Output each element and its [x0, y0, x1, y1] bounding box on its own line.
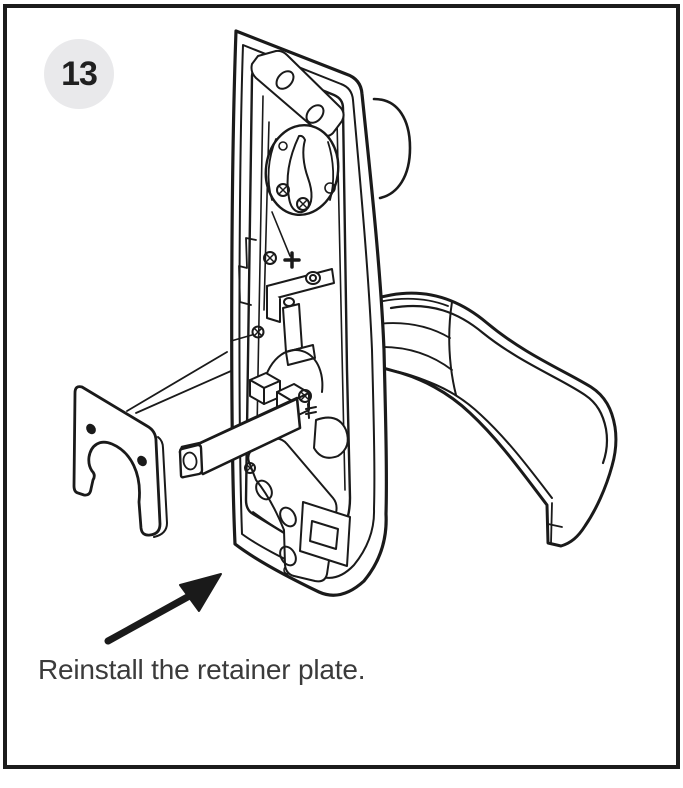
plus-bolt	[283, 251, 301, 269]
lever-hub-boss	[372, 97, 412, 200]
chassis-inner-outline	[238, 44, 376, 579]
retainer-plate-hole	[86, 423, 96, 435]
drive-spindle	[178, 372, 317, 479]
hub-ring	[261, 349, 324, 393]
motion-guide-lines	[126, 351, 232, 414]
latch-claw	[313, 416, 349, 459]
direction-arrow	[104, 573, 222, 645]
retainer-plate-hole	[137, 455, 147, 467]
lever-silhouette	[379, 291, 618, 548]
retainer-plate-outline	[72, 385, 162, 537]
step-number-badge: 13	[44, 39, 114, 109]
step-number: 13	[61, 54, 98, 93]
chassis-internals	[230, 49, 351, 583]
slide-stem	[282, 303, 303, 353]
step-caption: Reinstall the retainer plate.	[38, 654, 366, 685]
strike-box	[299, 501, 351, 567]
lever-handle	[372, 97, 618, 548]
top-retainer-strap	[250, 49, 345, 137]
retainer-plate	[72, 385, 168, 538]
spindle-end-face	[178, 443, 204, 479]
retainer-plate-thickness	[153, 436, 168, 538]
